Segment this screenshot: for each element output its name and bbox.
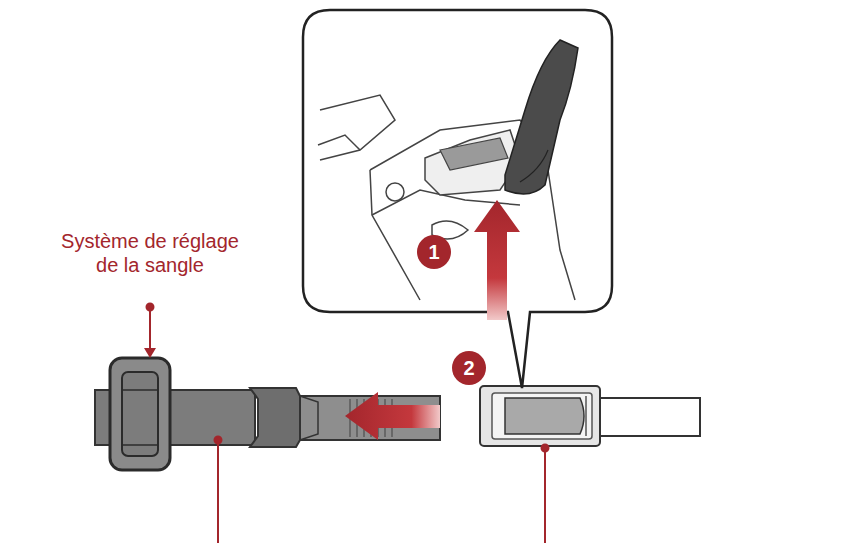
callout-number: 2 — [452, 351, 486, 385]
lift-arrow — [474, 200, 520, 320]
pull-arrow — [345, 392, 440, 440]
part-name: Système de réglage de la sangle — [55, 229, 245, 277]
callout-number: 1 — [417, 235, 451, 269]
buckle-clip — [480, 386, 700, 446]
leader-line — [144, 304, 549, 543]
part-name-text: Système de réglage de la sangle — [61, 230, 239, 276]
strap-adjuster — [110, 358, 170, 470]
callout-number-text: 1 — [428, 241, 439, 264]
zoom-inset — [303, 10, 612, 388]
callout-number-text: 2 — [463, 357, 474, 380]
